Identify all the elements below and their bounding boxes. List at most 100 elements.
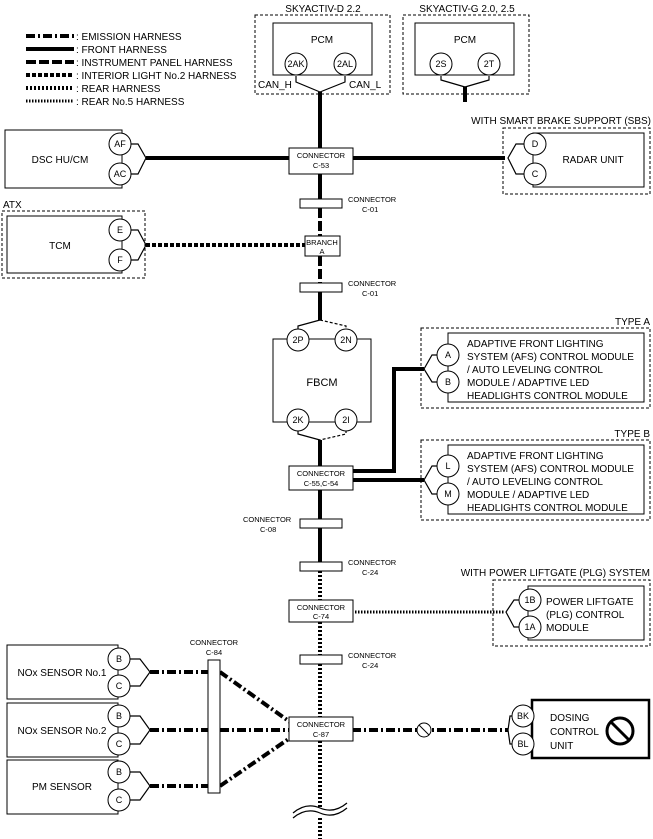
pin-1b-label: 1B [524, 595, 535, 605]
legend-label-instrument: : INSTRUMENT PANEL HARNESS [76, 58, 233, 69]
dsc-label: DSC HU/CM [32, 155, 89, 166]
nox1-box[interactable] [6, 644, 119, 700]
group-label-atx: ATX [3, 200, 22, 211]
plg-box[interactable] [527, 585, 645, 641]
plg-line-1: POWER LIFTGATE [546, 597, 634, 608]
connector-c84-box [207, 659, 221, 794]
pm-label: PM SENSOR [32, 782, 92, 793]
fbcm-lead-2k [297, 430, 321, 441]
pcm-gasoline-label: PCM [454, 35, 476, 46]
connector-c53-id: C-53 [313, 161, 329, 170]
pin-2k-label: 2K [292, 415, 303, 425]
connector-c01-lower-box [299, 282, 343, 293]
pin-c-nox2 [107, 732, 131, 756]
pin-b-pm-label: B [116, 767, 122, 777]
tcm-pin-lead [131, 229, 147, 261]
pin-2ak [284, 52, 308, 76]
dsc-box[interactable] [4, 129, 123, 189]
plg-pin-lead [505, 599, 520, 628]
connector-c53[interactable]: CONNECTOR C-53 [288, 147, 354, 175]
connector-c55-c54[interactable]: CONNECTOR C-55,C-54 [288, 465, 354, 491]
pm-pin-lead [130, 771, 151, 801]
dsc-group: DSC HU/CM AF AC [4, 129, 147, 189]
pin-c-radar-label: C [532, 169, 539, 179]
branch-a[interactable]: BRANCH A [304, 235, 341, 257]
connector-c74[interactable]: CONNECTOR C-74 [288, 599, 354, 623]
pin-2al [333, 52, 357, 76]
pin-1a [518, 615, 542, 639]
pin-c-nox1-label: C [116, 681, 123, 691]
radar-label: RADAR UNIT [562, 155, 623, 166]
afs-a-line-4: MODULE / ADAPTIVE LED [467, 378, 589, 389]
connector-c84-id: C-84 [206, 648, 222, 657]
connector-c55-box [288, 465, 354, 491]
group-label-skyactiv-g: SKYACTIV-G 2.0, 2.5 [419, 4, 515, 15]
break-wave-top-icon [292, 802, 348, 814]
connector-c55-label: CONNECTOR [297, 469, 346, 478]
nox2-label: NOx SENSOR No.2 [18, 726, 107, 737]
pcm-diesel-group: SKYACTIV-D 2.2 PCM 2AK 2AL CAN_H CAN_L [254, 4, 391, 95]
pin-ac [108, 162, 132, 186]
branch-a-label: BRANCH [306, 238, 338, 247]
pin-e [108, 218, 132, 242]
pin-c-nox2-label: C [116, 739, 123, 749]
break-wave-bottom-icon [292, 807, 348, 819]
group-frame-sbs [502, 127, 651, 195]
nox2-box[interactable] [6, 702, 119, 758]
wire-2ak-trunk [295, 76, 321, 93]
afs-a-line-5: HEADLIGHTS CONTROL MODULE [467, 391, 628, 402]
can-h-label: CAN_H [258, 80, 292, 91]
wire-c84-c87-3 [218, 736, 292, 788]
group-label-plg: WITH POWER LIFTGATE (PLG) SYSTEM [461, 568, 650, 579]
connector-c24-upper-id: C-24 [362, 568, 378, 577]
radar-box[interactable] [532, 132, 645, 188]
legend-label-interior: : INTERIOR LIGHT No.2 HARNESS [76, 71, 237, 82]
pin-2k [286, 408, 310, 432]
connector-c01-lower[interactable]: CONNECTOR C-01 [299, 279, 397, 298]
connector-c24-lower[interactable]: CONNECTOR C-24 [299, 651, 397, 670]
connector-c24-upper[interactable]: CONNECTOR C-24 [299, 558, 397, 577]
tcm-group: ATX TCM E F [1, 200, 147, 279]
nox2-group: NOx SENSOR No.2 B C [6, 702, 151, 758]
connector-c08-id: C-08 [260, 525, 276, 534]
connector-c87[interactable]: CONNECTOR C-87 [288, 716, 354, 742]
connector-c24-upper-label: CONNECTOR [348, 558, 397, 567]
dosing-group: DOSING CONTROL UNIT BK BL [507, 698, 651, 760]
afs-b-line-2: SYSTEM (AFS) CONTROL MODULE [467, 464, 634, 475]
connector-c08[interactable]: CONNECTOR C-08 [243, 515, 343, 534]
pin-b-nox1 [107, 647, 131, 671]
pcm-diesel-label: PCM [311, 35, 333, 46]
group-label-skyactiv-d: SKYACTIV-D 2.2 [285, 4, 361, 15]
pin-b-pm [107, 760, 131, 784]
plg-line-2: (PLG) CONTROL [546, 610, 625, 621]
pin-2n [334, 328, 358, 352]
fbcm-box[interactable] [272, 338, 372, 423]
connector-c01-upper[interactable]: CONNECTOR C-01 [299, 195, 397, 214]
connector-c01-upper-box [299, 198, 343, 209]
branch-a-box [304, 235, 341, 257]
afs-type-b-box[interactable] [447, 444, 645, 515]
pm-box[interactable] [6, 759, 119, 815]
tcm-box[interactable] [6, 215, 123, 274]
afs-type-a-box[interactable] [447, 332, 645, 403]
pin-b-afs [436, 370, 460, 394]
fbcm-lead-2i [319, 430, 347, 441]
legend-label-rear: : REAR HARNESS [76, 84, 161, 95]
pin-m-label: M [444, 489, 452, 499]
pin-2p-label: 2P [292, 335, 303, 345]
group-frame-atx [1, 210, 146, 279]
nox1-group: NOx SENSOR No.1 B C [6, 644, 151, 700]
group-frame-skyactiv-g [402, 14, 530, 95]
pin-bl-label: BL [517, 739, 528, 749]
pin-f-label: F [117, 255, 123, 265]
pin-a [436, 343, 460, 367]
connector-c84[interactable]: CONNECTOR C-84 [190, 638, 239, 794]
group-label-type-b: TYPE B [614, 429, 650, 440]
pin-1a-label: 1A [524, 622, 535, 632]
connector-c01-lower-label: CONNECTOR [348, 279, 397, 288]
pin-2s [429, 52, 453, 76]
afs-b-line-5: HEADLIGHTS CONTROL MODULE [467, 503, 628, 514]
connector-c55-id: C-55,C-54 [304, 479, 339, 488]
legend-label-rear5: : REAR No.5 HARNESS [76, 97, 185, 108]
legend-label-front: : FRONT HARNESS [76, 45, 167, 56]
